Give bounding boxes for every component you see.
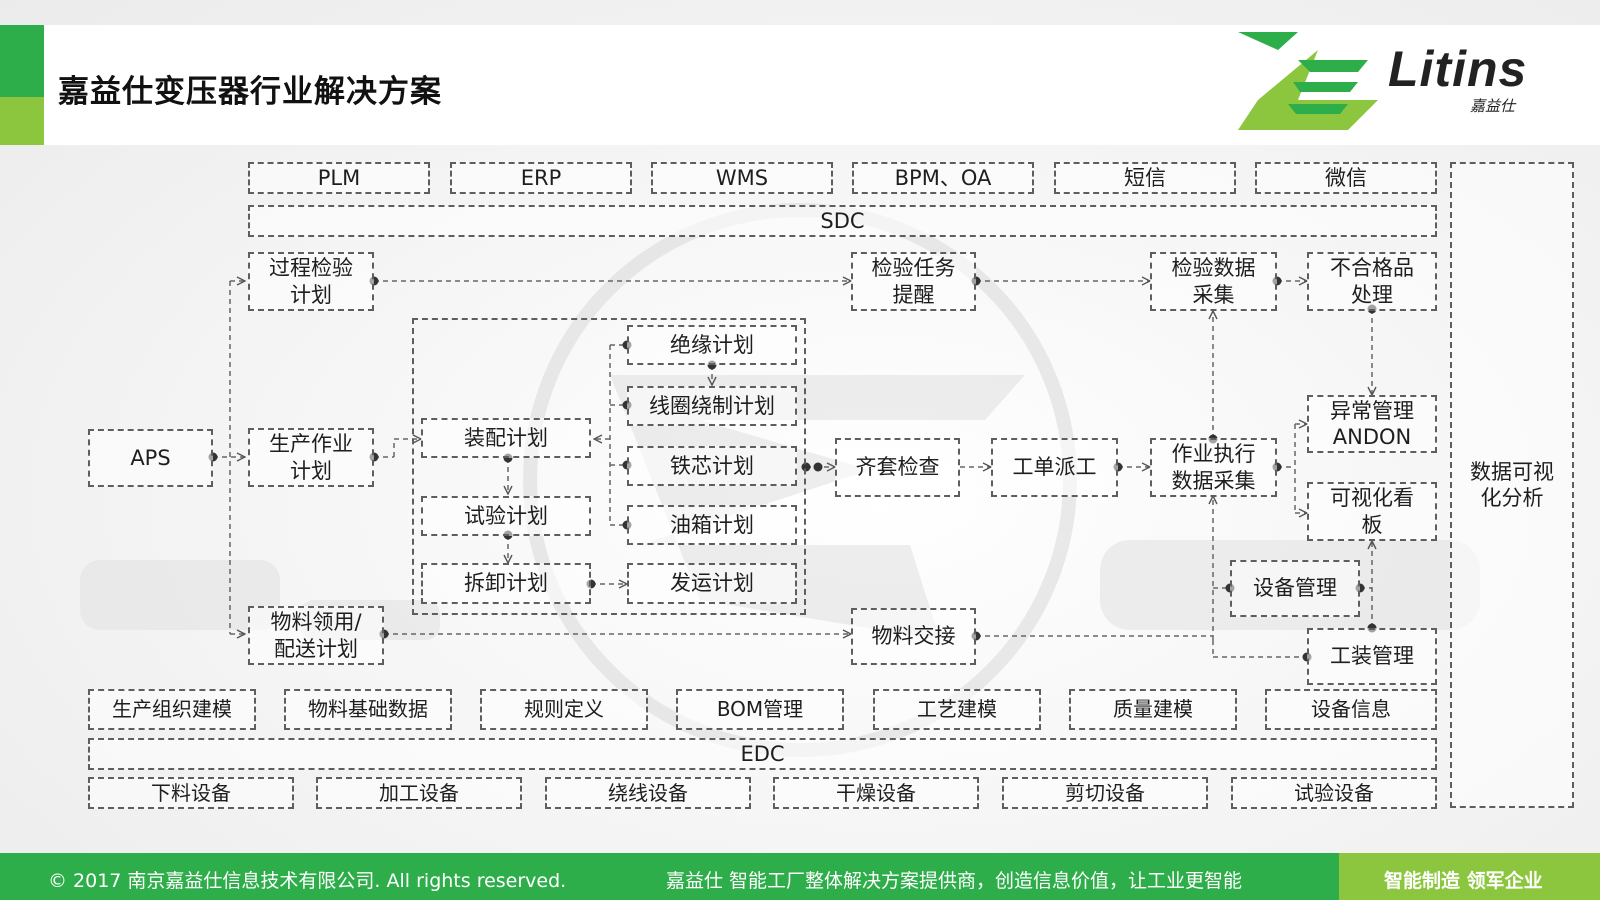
page-title: 嘉益仕变压器行业解决方案	[58, 74, 442, 110]
footer-slogan: 智能制造 领军企业	[1384, 870, 1543, 892]
model-rule-definition: 规则定义	[480, 689, 648, 730]
process-inspection-plan: 过程检验计划	[248, 252, 374, 311]
system-wms: WMS	[651, 162, 833, 194]
model-bom-management: BOM管理	[676, 689, 844, 730]
aps-box: APS	[88, 429, 213, 487]
plan-group-frame	[412, 318, 806, 615]
assembly-plan: 装配计划	[421, 418, 591, 458]
visual-kanban: 可视化看板	[1307, 482, 1437, 541]
footer-bar	[0, 853, 1600, 900]
system-sms: 短信	[1054, 162, 1236, 194]
material-plan: 物料领用/配送计划	[248, 606, 384, 665]
model-equipment-info: 设备信息	[1265, 689, 1437, 730]
insulation-plan: 绝缘计划	[627, 325, 797, 365]
device-winding: 绕线设备	[545, 777, 751, 809]
device-drying: 干燥设备	[773, 777, 979, 809]
edc-bar: EDC	[88, 738, 1437, 770]
tank-plan: 油箱计划	[627, 505, 797, 545]
inspection-data-collection: 检验数据采集	[1150, 252, 1277, 311]
kitting-check: 齐套检查	[835, 438, 960, 497]
equipment-management: 设备管理	[1230, 560, 1360, 617]
disassembly-plan: 拆卸计划	[421, 563, 591, 604]
system-bpm-oa: BPM、OA	[852, 162, 1034, 194]
model-process: 工艺建模	[873, 689, 1041, 730]
footer-copyright: © 2017 南京嘉益仕信息技术有限公司. All rights reserve…	[48, 870, 567, 892]
system-plm: PLM	[248, 162, 430, 194]
inspection-task-reminder: 检验任务提醒	[851, 252, 976, 311]
system-erp: ERP	[450, 162, 632, 194]
data-analysis-box: 数据可视化分析	[1450, 162, 1574, 808]
andon-box: 异常管理ANDON	[1307, 395, 1437, 453]
execution-data-collection: 作业执行数据采集	[1150, 438, 1277, 497]
tooling-management: 工装管理	[1307, 628, 1437, 685]
device-processing: 加工设备	[316, 777, 522, 809]
device-shearing: 剪切设备	[1002, 777, 1208, 809]
nonconforming-handling: 不合格品处理	[1307, 252, 1437, 311]
production-plan: 生产作业计划	[248, 428, 374, 487]
system-wechat: 微信	[1255, 162, 1437, 194]
device-testing: 试验设备	[1231, 777, 1437, 809]
header-accent-green	[0, 25, 44, 97]
logo-wordmark: Litins	[1388, 41, 1528, 97]
work-order-dispatch: 工单派工	[991, 438, 1118, 497]
material-handover: 物料交接	[851, 608, 976, 665]
model-quality: 质量建模	[1069, 689, 1237, 730]
device-cutting: 下料设备	[88, 777, 294, 809]
litins-logo-icon	[1238, 32, 1378, 130]
test-plan: 试验计划	[421, 496, 591, 536]
model-material-data: 物料基础数据	[284, 689, 452, 730]
core-plan: 铁芯计划	[627, 446, 797, 486]
footer-tagline: 嘉益仕 智能工厂整体解决方案提供商，创造信息价值，让工业更智能	[666, 870, 1243, 892]
header-accent-lime	[0, 97, 44, 145]
shipping-plan: 发运计划	[627, 563, 797, 604]
coil-winding-plan: 线圈绕制计划	[627, 386, 797, 426]
model-production-org: 生产组织建模	[88, 689, 256, 730]
sdc-bar: SDC	[248, 205, 1437, 237]
logo-subtitle: 嘉益仕	[1470, 97, 1516, 115]
footer-accent	[1339, 853, 1600, 900]
